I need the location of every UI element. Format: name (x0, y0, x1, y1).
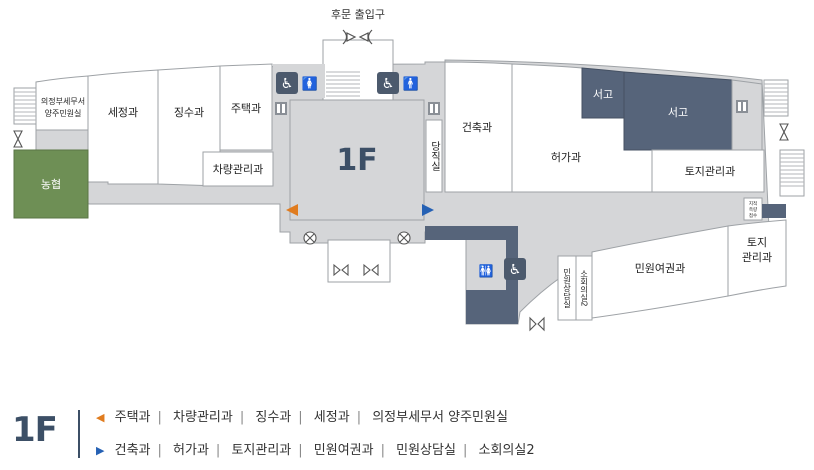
revolving-door-icon[interactable] (303, 231, 411, 245)
room-land-small-label-1: 지적 (749, 200, 757, 207)
wheelchair-icon: ♿ (509, 262, 522, 278)
restroom-female-icon: 🚺 (302, 76, 318, 92)
room-land-admin[interactable] (727, 219, 787, 297)
front-door-icon[interactable] (333, 263, 379, 277)
wheelchair-icon-lower (504, 258, 526, 280)
room-meeting-label: 소회의실2 (580, 269, 589, 306)
right-stairs-lower (779, 149, 805, 197)
elevator-icon (736, 100, 748, 113)
room-consult-label: 민원상담실 (562, 267, 571, 308)
room-nonghyup[interactable] (13, 149, 89, 219)
room-meeting[interactable] (575, 255, 593, 321)
legend-item[interactable]: 차량관리과 (173, 410, 233, 425)
room-jingsu-label: 징수과 (174, 106, 204, 119)
room-sejeong-label: 세정과 (108, 106, 138, 119)
left-stairs (13, 87, 37, 125)
central-hall[interactable] (289, 99, 425, 221)
lower-dark-left (466, 290, 518, 324)
room-duty[interactable] (425, 119, 443, 193)
room-land-mgmt-label: 토지관리과 (685, 165, 736, 178)
left-door-icon[interactable] (13, 130, 23, 148)
room-archive-2-label: 서고 (668, 106, 688, 119)
room-vehicle-label: 차량관리과 (213, 163, 264, 176)
room-civil-passport-label: 민원여권과 (635, 262, 686, 275)
legend-item[interactable]: 주택과 (114, 410, 151, 425)
legend-item[interactable]: 의정부세무서 양주민원실 (372, 410, 508, 425)
dark-strip (762, 204, 786, 218)
center-floor-label: 1F (336, 143, 377, 178)
right-stairs (763, 79, 789, 117)
restroom-female-icon: 🚻 (479, 264, 494, 278)
legend-divider (78, 410, 80, 458)
rear-stairs (326, 71, 360, 97)
room-sejeong[interactable] (87, 69, 159, 185)
room-land-admin-label-1: 토지 (747, 236, 767, 249)
room-land-small-label-3: 접수 (749, 212, 757, 219)
lower-dark-top (425, 226, 518, 240)
floor-label: 1F (12, 410, 58, 450)
room-duty-label: 당직실 (429, 141, 441, 171)
wheelchair-icon-left (276, 72, 298, 94)
front-entrance-block (327, 239, 391, 283)
legend-item[interactable]: 건축과 (114, 443, 151, 458)
rear-entrance-label: 후문 출입구 (331, 8, 385, 21)
room-permit-label: 허가과 (551, 151, 581, 164)
room-uijeongbu-tax-label-2: 양주민원실 (45, 108, 82, 118)
legend-item[interactable]: 토지관리과 (231, 443, 292, 458)
legend-item[interactable]: 민원여권과 (313, 443, 374, 458)
right-triangle-icon: ▶ (96, 444, 105, 457)
room-right-corner (731, 79, 763, 151)
room-building-label: 건축과 (462, 121, 492, 134)
room-jutaek-label: 주택과 (231, 102, 261, 115)
room-vehicle[interactable] (202, 151, 274, 187)
room-nonghyup-label: 농협 (41, 178, 61, 191)
right-door-icon[interactable] (779, 123, 789, 141)
elevator-icon (428, 102, 440, 115)
room-uijeongbu-tax-label-1: 의정부세무서 (41, 96, 85, 106)
wheelchair-icon: ♿ (382, 76, 395, 92)
elevator-icon (275, 102, 287, 115)
legend-right-row: ▶ 건축과| 허가과| 토지관리과| 민원여권과| 민원상담실| 소회의실2 (96, 443, 535, 458)
legend-item[interactable]: 소회의실2 (478, 443, 535, 458)
left-direction-arrow (286, 204, 298, 216)
legend-item[interactable]: 징수과 (255, 410, 292, 425)
left-triangle-icon: ◀ (96, 411, 105, 424)
right-direction-arrow (422, 204, 434, 216)
room-land-admin-label-2: 관리과 (742, 251, 772, 264)
rear-door-icon[interactable] (342, 29, 373, 45)
room-archive-1-label: 서고 (593, 88, 613, 101)
room-jutaek[interactable] (219, 63, 273, 151)
restroom-male-icon: 🚹 (403, 76, 419, 92)
wheelchair-icon: ♿ (281, 76, 294, 92)
legend-item[interactable]: 세정과 (313, 410, 350, 425)
legend-item[interactable]: 허가과 (173, 443, 209, 458)
legend-item[interactable]: 민원상담실 (396, 443, 456, 458)
room-land-small-label-2: 측량 (749, 206, 757, 213)
room-land-mgmt[interactable] (651, 149, 765, 193)
wheelchair-icon-right (377, 72, 399, 94)
legend-left-row: ◀ 주택과| 차량관리과| 징수과| 세정과| 의정부세무서 양주민원실 (96, 410, 508, 425)
lower-right-door-icon[interactable] (529, 316, 545, 332)
